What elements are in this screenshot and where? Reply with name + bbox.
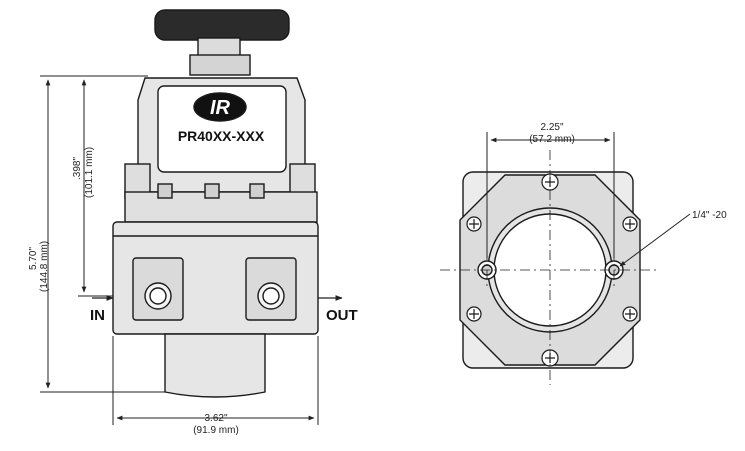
- hole-spacing-dimension: [486, 132, 615, 258]
- flange-screw-1: [157, 183, 173, 199]
- port-out-label: OUT: [326, 307, 358, 324]
- knob-nut: [189, 54, 251, 76]
- height-upper-mm: (101.1 mm): [84, 147, 95, 198]
- adjustment-knob: [154, 9, 290, 41]
- width-dimension: [112, 336, 319, 425]
- logo-text: IR: [210, 97, 231, 119]
- front-view: [112, 9, 319, 398]
- port-in-label: IN: [90, 307, 105, 324]
- side-screws: [466, 173, 638, 367]
- height-total-mm: (144.8 mm): [39, 241, 50, 292]
- height-total-inch: 5.70": [28, 247, 39, 270]
- hole-spacing-mm: (57.2 mm): [529, 134, 575, 145]
- height-upper-dimension: [78, 75, 148, 297]
- width-inch: 3.62": [204, 413, 227, 424]
- flange-screw-3: [249, 183, 265, 199]
- thread-callout: 1/4" -20: [692, 210, 727, 221]
- knob-stem: [197, 37, 241, 57]
- height-upper-inch: .398": [72, 157, 83, 180]
- width-mm: (91.9 mm): [193, 425, 239, 436]
- bottom-cap: [164, 333, 266, 398]
- hole-spacing-inch: 2.25": [540, 122, 563, 133]
- body-flange: [124, 191, 318, 223]
- model-label: PR40XX-XXX: [178, 128, 265, 144]
- nameplate: [157, 85, 287, 173]
- ir-logo: [193, 92, 247, 122]
- thread-leader: [619, 213, 691, 267]
- flange-screw-2: [204, 183, 220, 199]
